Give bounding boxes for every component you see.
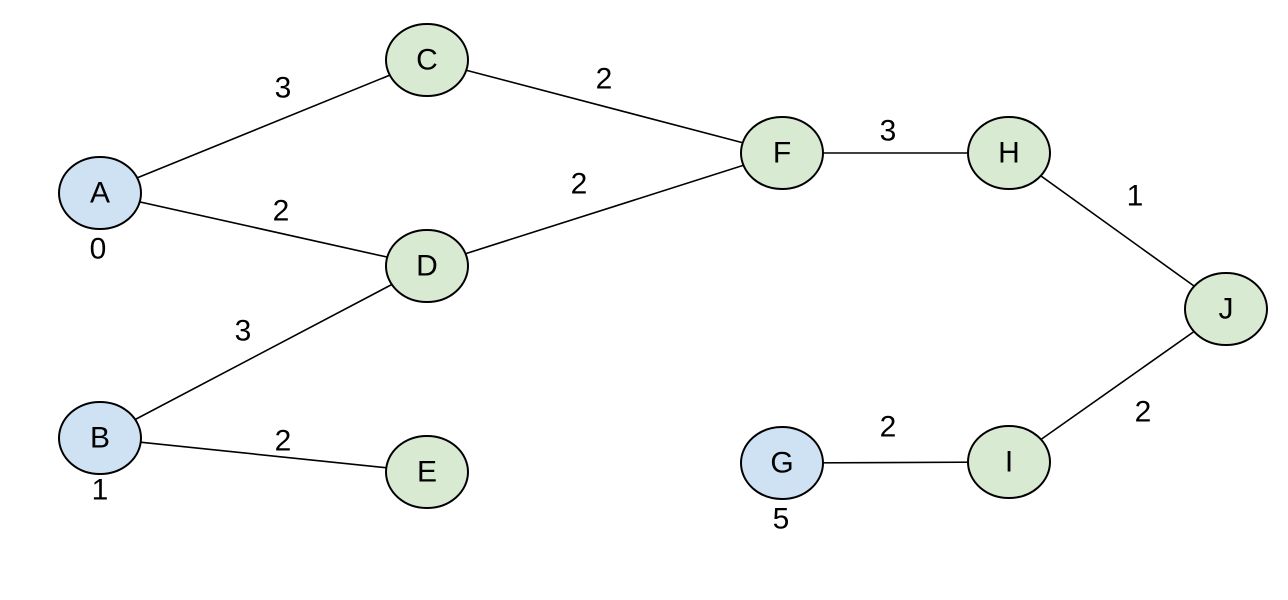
edge-weight-C-F: 2 xyxy=(596,63,613,96)
edge-weight-H-J: 1 xyxy=(1127,180,1144,213)
edge-A-C xyxy=(99,59,428,194)
node-B[interactable]: B xyxy=(58,401,142,475)
edge-weight-I-J: 2 xyxy=(1135,396,1152,429)
node-distance-A: 0 xyxy=(90,233,107,266)
node-A[interactable]: A xyxy=(58,156,142,230)
node-label-C: C xyxy=(416,44,438,77)
node-label-B: B xyxy=(90,422,110,455)
edge-B-D xyxy=(99,265,428,439)
node-label-D: D xyxy=(416,250,438,283)
edge-I-J xyxy=(1008,308,1227,463)
edge-weight-F-H: 3 xyxy=(880,115,897,148)
node-circle-H[interactable] xyxy=(967,116,1051,190)
node-circle-J[interactable] xyxy=(1184,272,1268,346)
edge-H-J xyxy=(1008,152,1227,310)
edge-weight-D-F: 2 xyxy=(571,168,588,201)
node-D[interactable]: D xyxy=(385,229,469,303)
node-circle-I[interactable] xyxy=(967,425,1051,499)
node-label-G: G xyxy=(770,447,793,480)
edge-weight-B-D: 3 xyxy=(235,315,252,348)
node-circle-F[interactable] xyxy=(740,116,824,190)
node-circle-G[interactable] xyxy=(740,426,824,500)
edge-A-D xyxy=(99,192,428,267)
node-label-H: H xyxy=(998,137,1020,170)
node-I[interactable]: I xyxy=(967,425,1051,499)
edge-D-F xyxy=(426,152,783,267)
node-label-A: A xyxy=(90,177,110,210)
node-label-I: I xyxy=(1005,446,1013,479)
node-G[interactable]: G xyxy=(740,426,824,500)
node-circle-D[interactable] xyxy=(385,229,469,303)
node-label-E: E xyxy=(417,456,437,489)
node-circle-B[interactable] xyxy=(58,401,142,475)
node-label-J: J xyxy=(1219,293,1234,326)
edge-B-E xyxy=(99,437,428,473)
node-C[interactable]: C xyxy=(385,23,469,97)
edge-weight-A-C: 3 xyxy=(275,72,292,105)
node-distance-G: 5 xyxy=(773,503,790,536)
edge-weight-G-I: 2 xyxy=(880,411,897,444)
node-distance-B: 1 xyxy=(92,474,109,507)
node-J[interactable]: J xyxy=(1184,272,1268,346)
node-circle-E[interactable] xyxy=(385,435,469,509)
edge-C-F xyxy=(426,59,783,154)
node-F[interactable]: F xyxy=(740,116,824,190)
edge-weight-A-D: 2 xyxy=(273,195,290,228)
node-label-F: F xyxy=(773,137,791,170)
edge-weight-B-E: 2 xyxy=(275,425,292,458)
node-E[interactable]: E xyxy=(385,435,469,509)
node-H[interactable]: H xyxy=(967,116,1051,190)
node-circle-C[interactable] xyxy=(385,23,469,97)
node-circle-A[interactable] xyxy=(58,156,142,230)
